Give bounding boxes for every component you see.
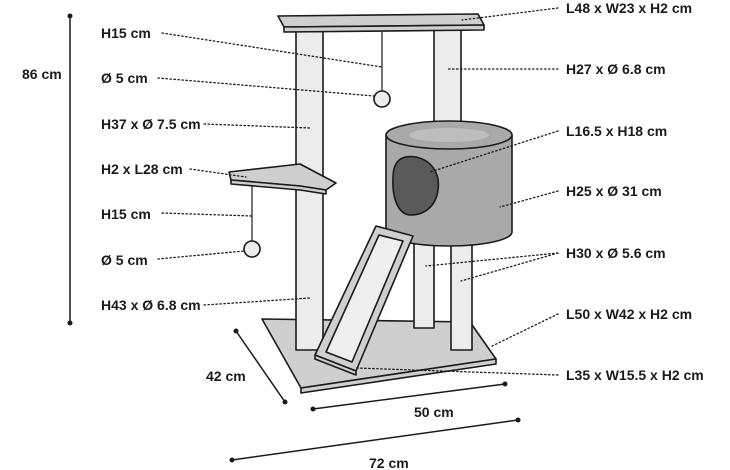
label-lower-post: H43 x Ø 6.8 cm <box>101 297 201 313</box>
lower-left-post <box>295 183 324 351</box>
height-dimension: 86 cm <box>22 13 73 326</box>
cylinder-house <box>385 120 513 247</box>
label-right-post: H27 x Ø 6.8 cm <box>566 61 666 77</box>
side-ball <box>243 240 261 258</box>
label-top-ball: Ø 5 cm <box>101 70 148 86</box>
label-side-rope: H15 cm <box>101 206 151 222</box>
top-platform <box>277 13 485 33</box>
scratching-ramp <box>314 225 414 376</box>
house-post-left <box>413 242 435 329</box>
label-house-posts: H30 x Ø 5.6 cm <box>566 245 666 261</box>
top-ball <box>373 90 391 108</box>
side-platform <box>228 163 337 195</box>
label-top-rope: H15 cm <box>101 25 151 41</box>
base-depth-label: 42 cm <box>206 368 246 384</box>
label-side-ball: Ø 5 cm <box>101 252 148 268</box>
label-top-platform: L48 x W23 x H2 cm <box>566 0 692 16</box>
base-width-label: 50 cm <box>414 404 454 420</box>
upper-left-post <box>295 28 324 180</box>
label-ramp: L35 x W15.5 x H2 cm <box>566 367 704 383</box>
base-dimensions: 42 cm 50 cm 72 cm <box>206 328 521 470</box>
left-callouts: H15 cm Ø 5 cm H37 x Ø 7.5 cm H2 x L28 cm… <box>101 25 383 313</box>
label-upper-post: H37 x Ø 7.5 cm <box>101 116 201 132</box>
label-side-platform: H2 x L28 cm <box>101 161 183 177</box>
house-opening <box>392 155 440 216</box>
label-house: H25 x Ø 31 cm <box>566 183 662 199</box>
right-callouts: L48 x W23 x H2 cm H27 x Ø 6.8 cm L16.5 x… <box>355 0 704 383</box>
base-diagonal-label: 72 cm <box>369 455 409 470</box>
label-house-opening: L16.5 x H18 cm <box>566 123 667 139</box>
label-base: L50 x W42 x H2 cm <box>566 306 692 322</box>
overall-height-label: 86 cm <box>22 66 62 82</box>
house-post-right <box>450 242 473 351</box>
upper-right-post <box>433 28 462 136</box>
